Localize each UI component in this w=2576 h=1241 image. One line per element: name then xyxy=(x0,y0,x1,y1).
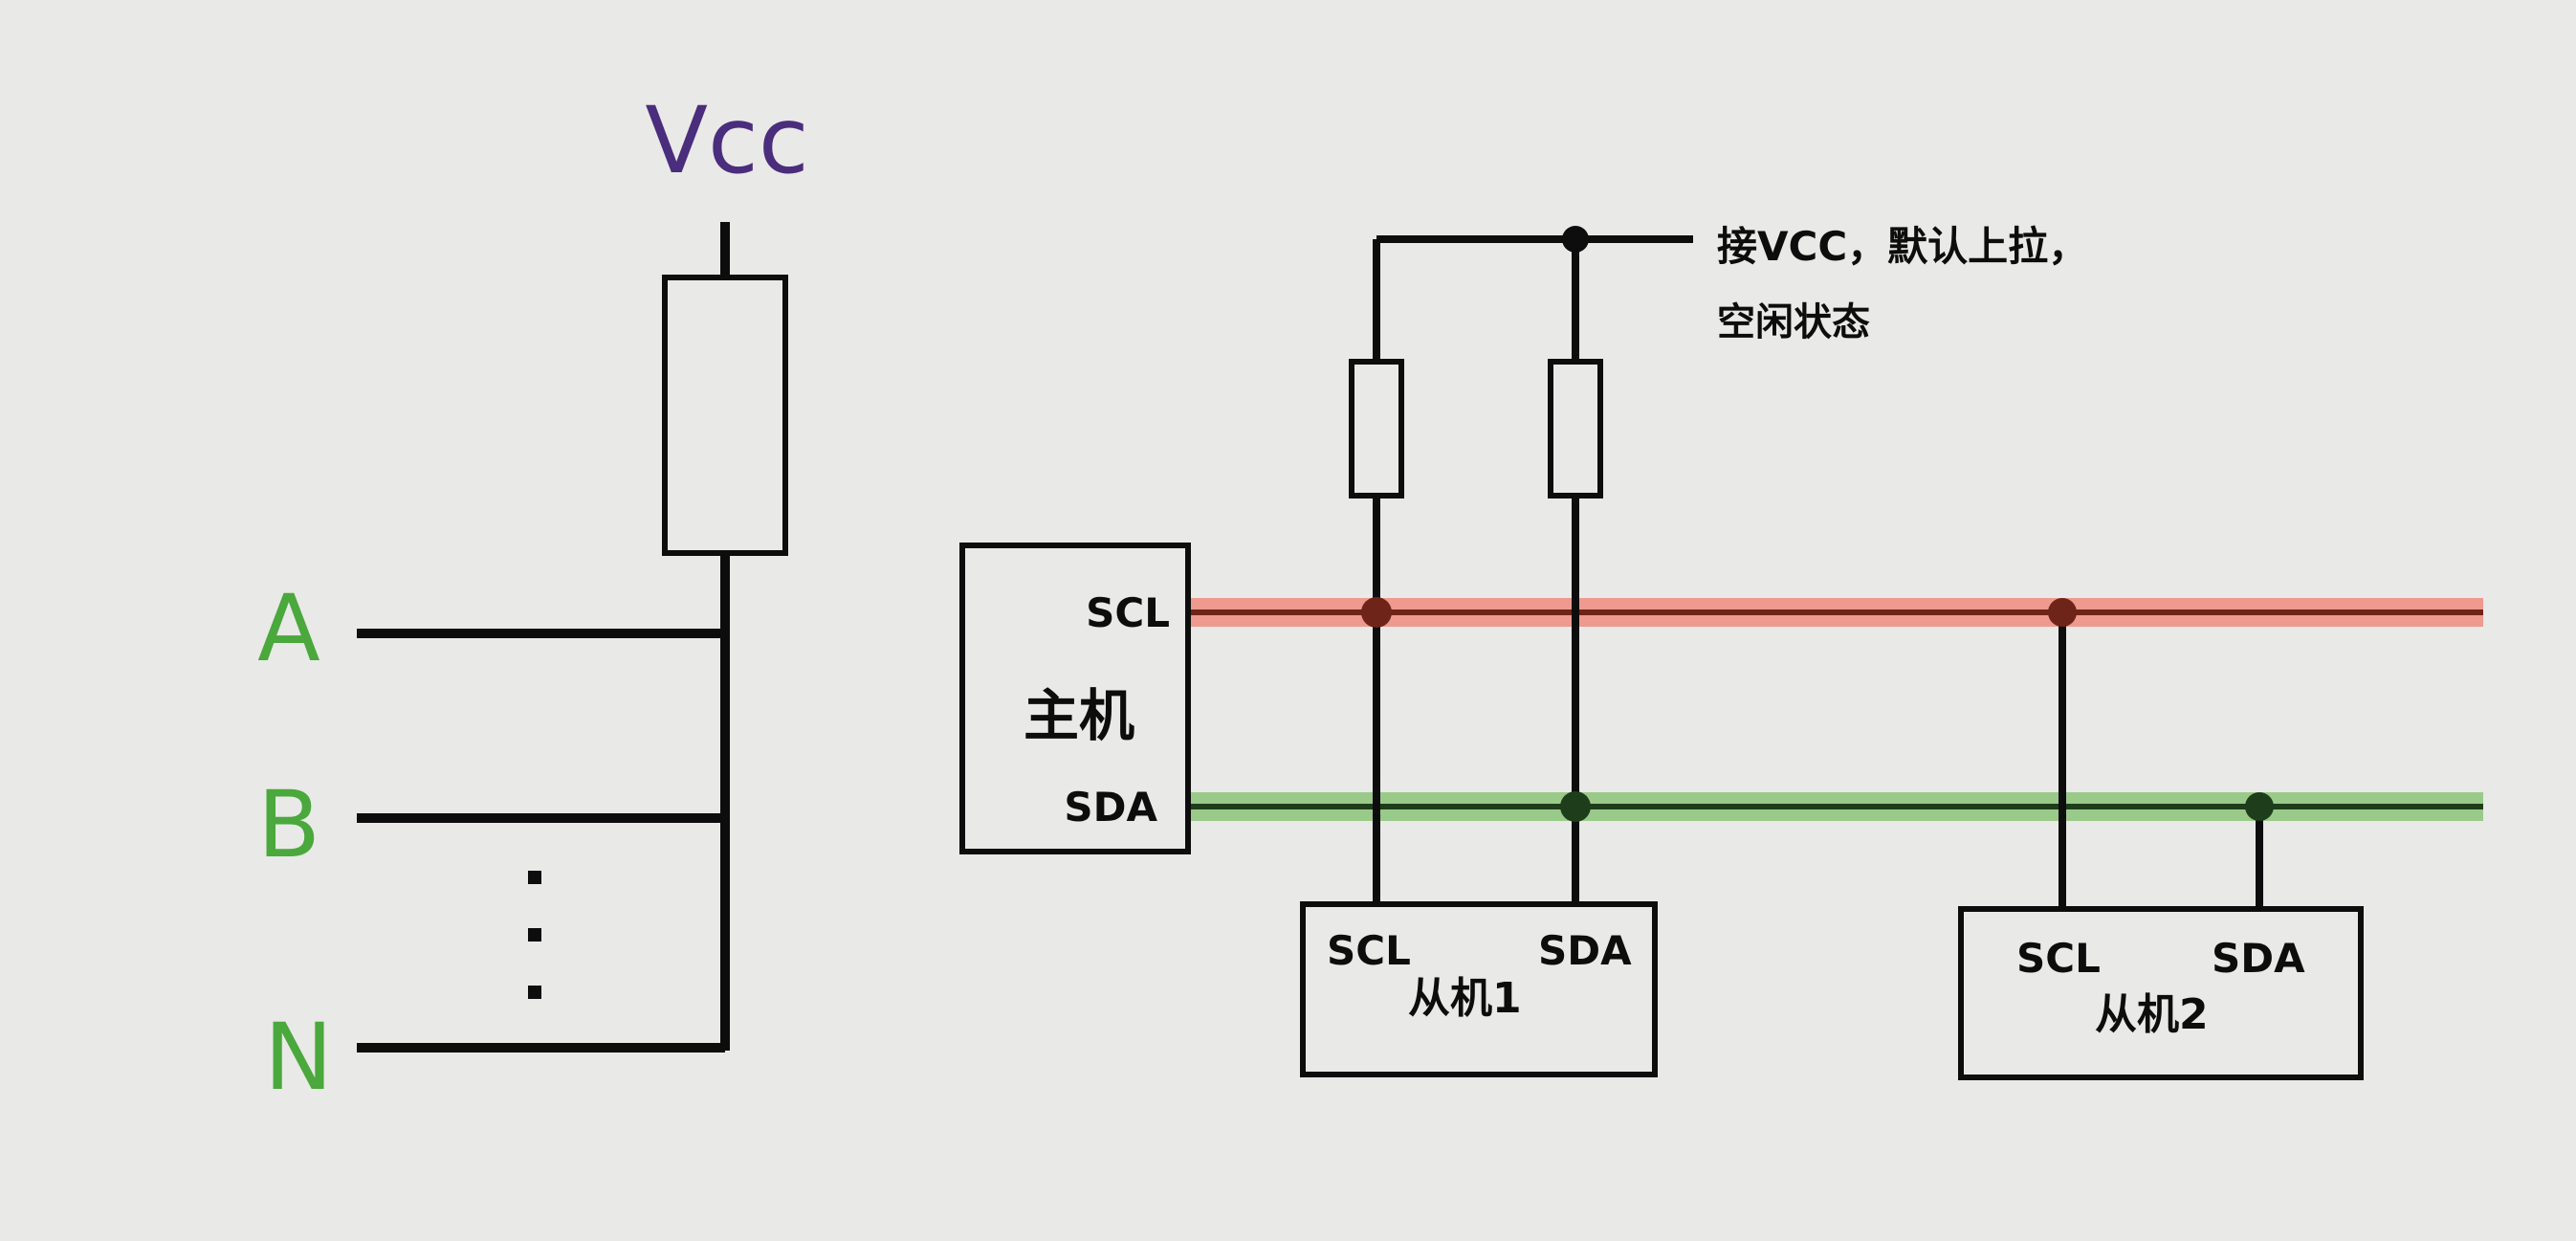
slave1-box xyxy=(1300,901,1658,1077)
pull-up-circuit: Vcc xyxy=(357,87,809,1053)
slave2-box xyxy=(1958,906,2364,1080)
scl-junction-dot-1 xyxy=(1361,597,1392,628)
scl-junction-dot-2 xyxy=(2048,598,2077,627)
input-label-n: N xyxy=(264,1004,333,1111)
slave1-scl-label: SCL xyxy=(1327,927,1411,974)
slave1-sda-label: SDA xyxy=(1538,927,1632,974)
sda-pull-up-resistor xyxy=(1548,359,1603,499)
master-scl-label: SCL xyxy=(1086,589,1170,636)
master-name-label: 主机 xyxy=(1024,683,1134,748)
slave1-name-label: 从机1 xyxy=(1408,974,1522,1023)
slave2-scl-label: SCL xyxy=(2016,935,2101,982)
input-label-b: B xyxy=(257,771,320,878)
vcc-label: Vcc xyxy=(645,87,808,194)
slave2-sda-label: SDA xyxy=(2212,935,2305,982)
sda-junction-dot-1 xyxy=(1560,791,1591,822)
pull-up-resistor xyxy=(662,275,788,556)
master-box xyxy=(959,543,1191,854)
master-sda-label: SDA xyxy=(1064,784,1157,831)
ellipsis-dots xyxy=(528,871,541,999)
pull-up-annotation-line2: 空闲状态 xyxy=(1717,300,1870,344)
vcc-junction-dot xyxy=(1562,226,1589,253)
input-label-a: A xyxy=(257,575,320,682)
i2c-pull-up-network xyxy=(1349,235,2263,911)
slave2-name-label: 从机2 xyxy=(2095,990,2209,1039)
pull-up-annotation-line1: 接VCC，默认上拉， xyxy=(1717,223,2088,270)
sda-junction-dot-2 xyxy=(2245,792,2274,821)
scl-pull-up-resistor xyxy=(1349,359,1404,499)
